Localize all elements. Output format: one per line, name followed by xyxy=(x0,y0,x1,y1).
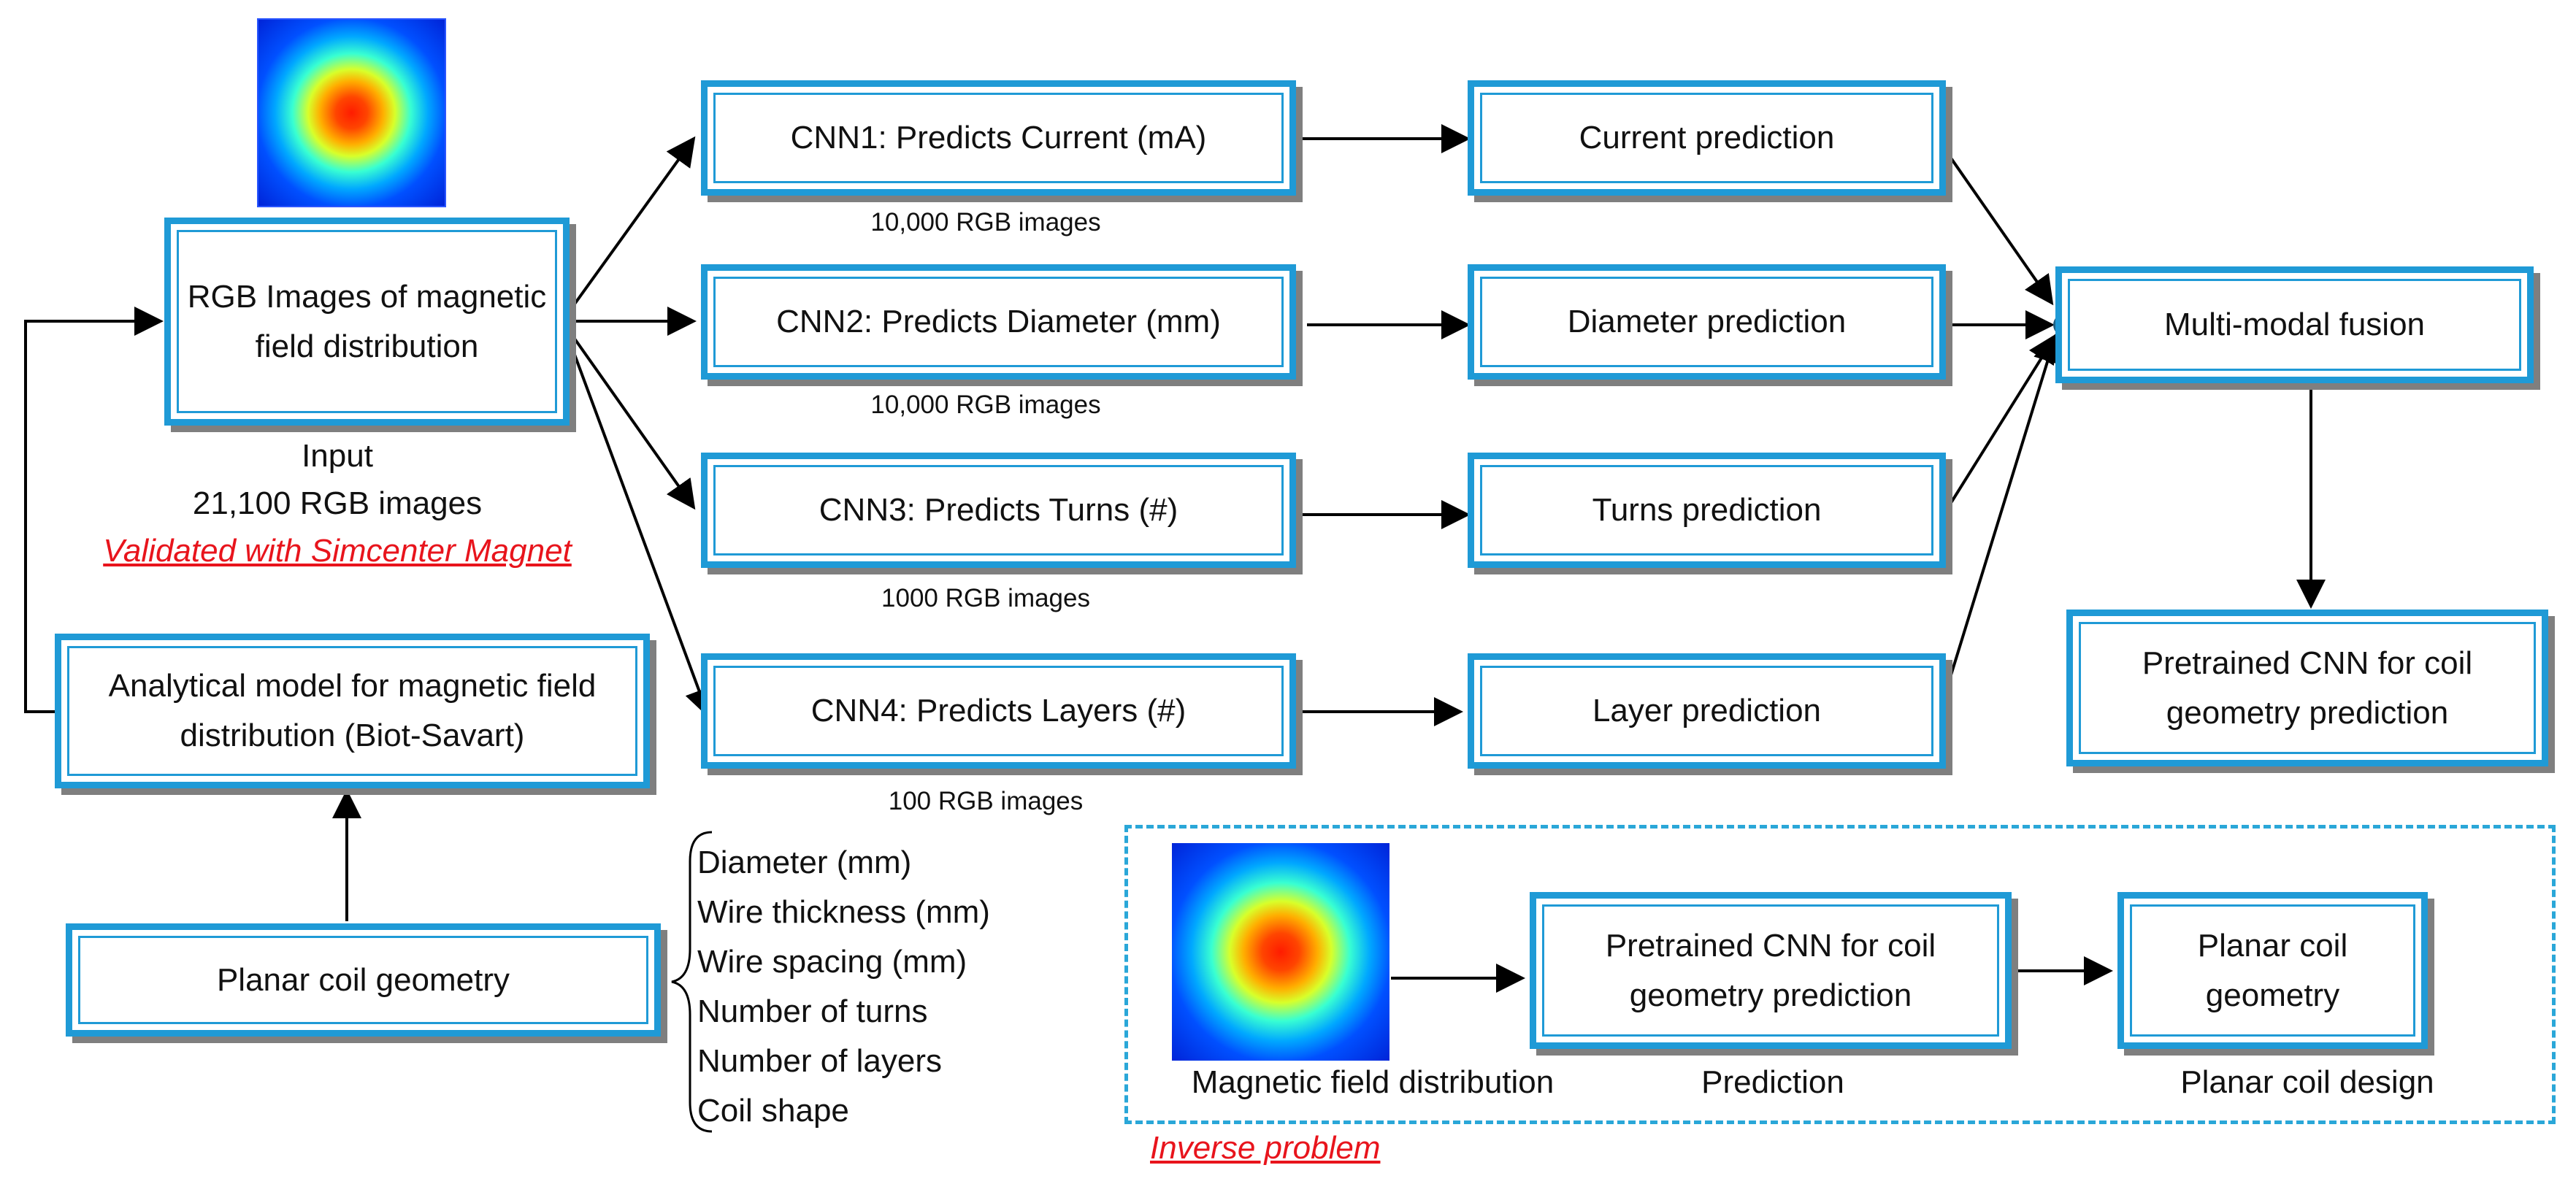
heatmap-caption: Magnetic field distribution xyxy=(1191,1064,1555,1100)
arrow-rgb-cnn1 xyxy=(561,136,696,323)
param-wire-spacing: Wire spacing (mm) xyxy=(697,944,967,980)
cnn1-label: CNN1: Predicts Current (mA) xyxy=(790,120,1207,155)
arrow-pred4-fusion xyxy=(1937,333,2062,716)
layer-prediction-label: Layer prediction xyxy=(1592,693,1822,729)
cnn3-box: CNN3: Predicts Turns (#) xyxy=(701,453,1296,568)
cnn4-images: 100 RGB images xyxy=(888,787,1084,815)
arrow-pred1-fusion xyxy=(1933,134,2054,306)
param-number-of-turns: Number of turns xyxy=(697,993,928,1029)
cnn4-label: CNN4: Predicts Layers (#) xyxy=(810,693,1187,729)
geometry-params-list: Diameter (mm) Wire thickness (mm) Wire s… xyxy=(697,838,990,1136)
inverse-heatmap xyxy=(1172,843,1389,1061)
inverse-pretrained-label: Pretrained CNN for coil geometry predict… xyxy=(1605,927,1936,1013)
diameter-prediction-label: Diameter prediction xyxy=(1567,304,1847,339)
arrow-rgb-cnn4 xyxy=(561,320,713,718)
input-label: Input xyxy=(302,438,373,474)
planar-coil-geometry-label: Planar coil geometry xyxy=(216,961,510,998)
multi-modal-fusion-label: Multi-modal fusion xyxy=(2163,307,2426,342)
prediction-caption: Prediction xyxy=(1701,1064,1844,1100)
heatmap-stack-front xyxy=(257,18,446,207)
param-coil-shape: Coil shape xyxy=(697,1093,849,1129)
inverse-planar-box: Planar coil geometry xyxy=(2117,892,2428,1049)
validated-label: Validated with Simcenter Magnet xyxy=(103,533,572,569)
arrow-pred3-fusion xyxy=(1944,333,2058,512)
diameter-prediction-box: Diameter prediction xyxy=(1468,264,1946,380)
design-caption: Planar coil design xyxy=(2180,1064,2434,1100)
rgb-images-box: RGB Images of magnetic field distributio… xyxy=(164,218,570,426)
turns-prediction-box: Turns prediction xyxy=(1468,453,1946,568)
turns-prediction-label: Turns prediction xyxy=(1592,492,1822,528)
param-number-of-layers: Number of layers xyxy=(697,1043,943,1079)
inverse-pretrained-box: Pretrained CNN for coil geometry predict… xyxy=(1530,892,2012,1049)
inverse-problem-region xyxy=(1124,825,2556,1124)
input-count: 21,100 RGB images xyxy=(192,485,483,521)
param-wire-thickness: Wire thickness (mm) xyxy=(697,894,990,930)
arrow-rgb-cnn3 xyxy=(561,320,696,510)
cnn4-box: CNN4: Predicts Layers (#) xyxy=(701,653,1296,769)
analytical-model-box: Analytical model for magnetic field dist… xyxy=(55,634,650,788)
arrow-analytical-to-rgb xyxy=(24,307,164,713)
cnn1-images: 10,000 RGB images xyxy=(870,208,1101,237)
layer-prediction-box: Layer prediction xyxy=(1468,653,1946,769)
cnn3-label: CNN3: Predicts Turns (#) xyxy=(819,492,1178,528)
geometry-brace xyxy=(671,831,713,1133)
cnn2-label: CNN2: Predicts Diameter (mm) xyxy=(776,304,1221,339)
pretrained-cnn-box: Pretrained CNN for coil geometry predict… xyxy=(2066,610,2548,766)
cnn2-images: 10,000 RGB images xyxy=(870,391,1101,419)
pretrained-cnn-label: Pretrained CNN for coil geometry predict… xyxy=(2142,645,2473,731)
current-prediction-label: Current prediction xyxy=(1579,120,1835,155)
planar-coil-geometry-box: Planar coil geometry xyxy=(66,923,661,1037)
inverse-planar-label: Planar coil geometry xyxy=(2197,927,2348,1013)
analytical-model-label: Analytical model for magnetic field dist… xyxy=(108,668,597,753)
rgb-images-label: RGB Images of magnetic field distributio… xyxy=(187,278,547,364)
param-diameter: Diameter (mm) xyxy=(697,845,912,880)
inverse-problem-title: Inverse problem xyxy=(1150,1130,1381,1166)
current-prediction-box: Current prediction xyxy=(1468,80,1946,196)
cnn1-box: CNN1: Predicts Current (mA) xyxy=(701,80,1296,196)
cnn2-box: CNN2: Predicts Diameter (mm) xyxy=(701,264,1296,380)
cnn3-images: 1000 RGB images xyxy=(881,584,1090,612)
multi-modal-fusion-box: Multi-modal fusion xyxy=(2055,266,2534,383)
